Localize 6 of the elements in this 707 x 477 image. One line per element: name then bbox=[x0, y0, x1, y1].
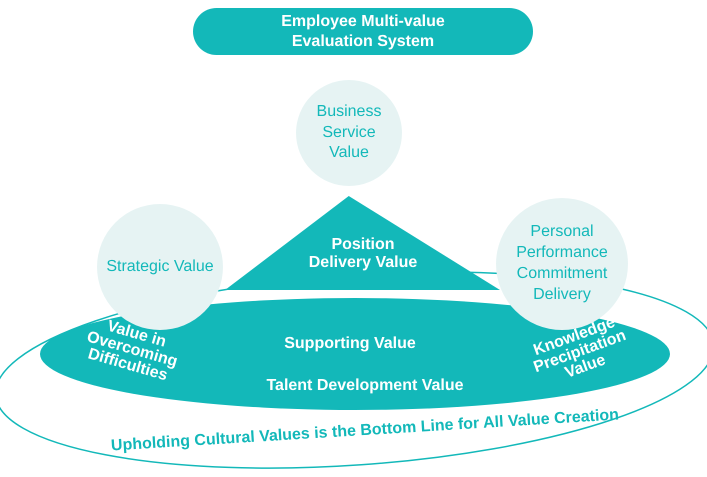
title-banner: Employee Multi-value Evaluation System bbox=[193, 8, 533, 55]
culture-caption: Upholding Cultural Values is the Bottom Line for All Value Creation bbox=[110, 405, 620, 457]
value-circle: Business Service Value bbox=[296, 80, 402, 186]
ring-label: Supporting Value bbox=[283, 336, 417, 352]
triangle-label: Position Delivery Value bbox=[308, 236, 418, 273]
ring-label: Talent Development Value bbox=[265, 378, 465, 394]
